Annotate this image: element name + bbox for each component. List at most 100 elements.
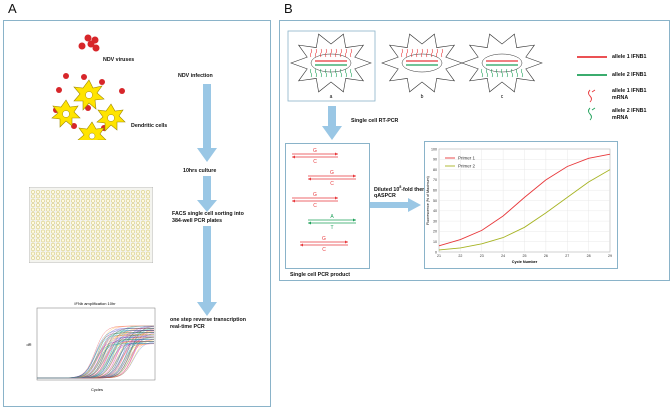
allele1-mrna xyxy=(324,48,328,58)
ndv-dendritic-illustration xyxy=(51,34,126,140)
legend-label-2: Primer 2 xyxy=(458,164,475,169)
pcr-product-box xyxy=(285,143,370,269)
ndv-viruses-label: NDV viruses xyxy=(103,57,135,63)
panel-a-flow-arrows xyxy=(197,84,217,316)
qaspcr-chart-frame xyxy=(424,141,618,269)
pcr-strand-arrowhead xyxy=(335,152,338,156)
x-tick-label: 22 xyxy=(458,254,462,258)
allele1-mrna xyxy=(319,48,323,58)
chart-ylabel: Fluorescence (% of Maximum) xyxy=(426,176,430,225)
legend-allele2-mrna-icon xyxy=(588,107,596,121)
amplification-plot-ylabel: dR xyxy=(26,342,31,347)
panel-a-frame xyxy=(3,20,271,407)
panel-b-frame xyxy=(279,20,670,281)
pcr-strand-arrowhead xyxy=(292,199,295,203)
x-tick-label: 28 xyxy=(587,254,591,258)
allele1-mrna xyxy=(339,48,343,58)
pcr-strand-arrowhead xyxy=(345,240,348,244)
amplification-plot: IFNb amplification 10hr Cycles dR xyxy=(26,301,156,392)
nucleus xyxy=(401,53,443,73)
panel-a-letter: A xyxy=(8,1,17,16)
x-tick-label: 27 xyxy=(565,254,569,258)
pcr-strand-arrowhead xyxy=(335,196,338,200)
allele1-mrna xyxy=(440,48,444,58)
allele1-mrna xyxy=(314,48,318,58)
x-tick-label: 21 xyxy=(437,254,441,258)
allele1-mrna xyxy=(410,48,414,58)
pcr-product-bottom-base: C xyxy=(313,203,317,209)
allele1-mrna xyxy=(329,48,333,58)
nucleus xyxy=(310,53,352,73)
dilution-label-text-1: Diluted 10 xyxy=(374,186,400,193)
dilution-label-superscript: 8 xyxy=(399,185,402,189)
pcr-product-top-base: G xyxy=(313,148,317,154)
rt-pcr-arrow xyxy=(322,106,342,140)
y-tick-label: 90 xyxy=(433,158,437,162)
allele1-mrna xyxy=(430,48,434,58)
pcr-product-bottom-base: C xyxy=(330,181,334,187)
pcr-strand-arrowhead xyxy=(308,221,311,225)
y-tick-label: 100 xyxy=(431,147,437,151)
cell-outline xyxy=(461,33,543,93)
allele1-mrna xyxy=(425,48,429,58)
chart-xlabel: Cycle Number xyxy=(512,260,538,264)
cell-outline xyxy=(290,33,372,93)
allele1-mrna xyxy=(349,48,353,58)
allele2-mrna xyxy=(490,68,494,78)
amp-curve xyxy=(37,339,154,379)
allele2-mrna xyxy=(334,68,338,78)
step-ndv-infection: NDV infection xyxy=(178,73,213,79)
allele2-mrna xyxy=(495,68,499,78)
allele2-mrna xyxy=(329,68,333,78)
dilution-label: Diluted 108-fold then qASPCR xyxy=(374,184,426,200)
allele2-mrna xyxy=(349,68,353,78)
pcr-product-top-base: A xyxy=(330,214,334,220)
legend-allele2-mrna-label: allele 2 IFNB1 mRNA xyxy=(612,108,647,121)
allele2-mrna xyxy=(485,68,489,78)
y-tick-label: 30 xyxy=(433,219,437,223)
allele2-mrna xyxy=(339,68,343,78)
amplification-plot-title: IFNb amplification 10hr xyxy=(74,301,116,306)
allele2-mrna xyxy=(319,68,323,78)
pcr-plate-384 xyxy=(29,187,153,263)
y-tick-label: 0 xyxy=(435,250,437,254)
pcr-strand-arrowhead xyxy=(300,243,303,247)
panel-b-letter: B xyxy=(284,1,293,16)
pcr-product-top-base: G xyxy=(330,170,334,176)
allele2-mrna xyxy=(510,68,514,78)
step-rt-pcr: one step reverse transcription real-time… xyxy=(170,317,246,330)
cell-label-a: a xyxy=(330,94,333,100)
allele2-mrna xyxy=(520,68,524,78)
allele1-mrna xyxy=(344,48,348,58)
allele2-mrna xyxy=(324,68,328,78)
cells-illustration: a b c xyxy=(287,30,543,102)
allele1-mrna xyxy=(420,48,424,58)
legend-allele2-label: allele 2 IFNB1 xyxy=(612,72,647,78)
allele1-mrna xyxy=(415,48,419,58)
allele2-mrna xyxy=(500,68,504,78)
y-tick-label: 50 xyxy=(433,199,437,203)
allele1-mrna xyxy=(405,48,409,58)
y-tick-label: 10 xyxy=(433,240,437,244)
x-tick-label: 29 xyxy=(608,254,612,258)
y-tick-label: 70 xyxy=(433,178,437,182)
y-tick-label: 60 xyxy=(433,189,437,193)
x-tick-label: 26 xyxy=(544,254,548,258)
pcr-product-label: Single cell PCR product xyxy=(290,272,351,278)
rt-pcr-label: Single cell RT-PCR xyxy=(351,118,399,124)
allele2-mrna xyxy=(480,68,484,78)
allele1-mrna xyxy=(309,48,313,58)
x-tick-label: 24 xyxy=(501,254,505,258)
y-tick-label: 20 xyxy=(433,230,437,234)
pcr-product-bottom-base: T xyxy=(330,225,333,231)
allele1-mrna xyxy=(334,48,338,58)
dilution-label-text-2: -fold then qASPCR xyxy=(374,186,426,200)
legend-allele1-mrna-icon xyxy=(588,89,596,103)
dilution-arrow xyxy=(370,198,421,212)
cell-label-c: c xyxy=(501,94,504,100)
cell-a-highlight-box xyxy=(287,30,376,102)
amplification-plot-xlabel: Cycles xyxy=(91,387,103,392)
allele2-mrna xyxy=(505,68,509,78)
